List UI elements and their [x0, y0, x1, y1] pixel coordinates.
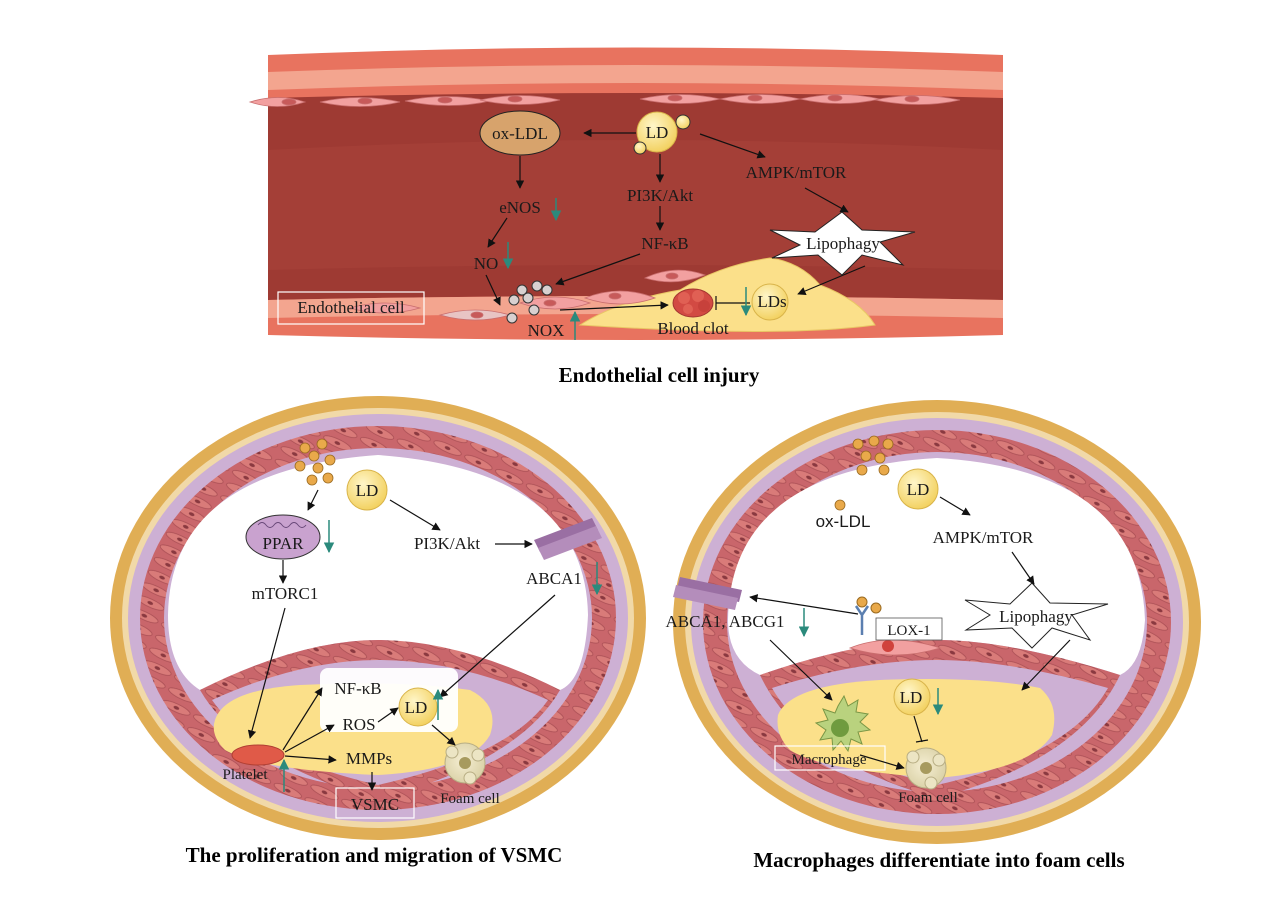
lds-droplet-icon [751, 283, 789, 321]
right-lox1-particle [870, 602, 882, 614]
lds-label: LDs [757, 292, 786, 311]
ampk-mtor-label: AMPK/mTOR [746, 163, 847, 182]
vessel-lumen-shade [268, 140, 1003, 270]
left-foam-cell-label: Foam cell [440, 791, 500, 807]
mmps-label: MMPs [346, 749, 392, 768]
left-nf-kb-label: NF-κB [334, 679, 381, 698]
right-foam-cell-label: Foam cell [898, 790, 958, 806]
right-abca1-transporter-icon [673, 577, 742, 610]
blood-clot-icon [672, 288, 714, 318]
ppar-helix-icon [257, 522, 307, 528]
lox1-label: LOX-1 [887, 623, 930, 639]
macrophage-panel: LOX-1 ox-LDL LD AMPK/mTOR Lipophagy ABCA… [665, 400, 1201, 872]
nox-label: NOX [528, 321, 565, 340]
nf-kb-label: NF-κB [641, 234, 688, 253]
right-panel-caption: Macrophages differentiate into foam cell… [753, 848, 1124, 872]
ld-small-droplet [675, 114, 691, 130]
right-ld-droplet-icon [897, 468, 939, 510]
lox1-receptor-icon [854, 605, 870, 635]
vsmc-panel: LD PPAR PI3K/Akt ABCA1 mTORC1 NF-κB ROS … [110, 396, 646, 867]
mtorc1-label: mTORC1 [252, 584, 319, 603]
ros-label: ROS [342, 715, 375, 734]
blood-clot-label: Blood clot [657, 319, 729, 338]
macrophage-icon [814, 694, 872, 753]
endothelial-cells-top [248, 94, 961, 107]
macrophage-label: Macrophage [792, 752, 867, 768]
right-ox-ldl-label: ox-LDL [816, 512, 871, 531]
abca1-abcg1-label: ABCA1, ABCG1 [665, 612, 784, 631]
right-endothelial-cell [848, 639, 942, 656]
right-ld-label: LD [907, 480, 930, 499]
endothelial-cell-label-box [277, 291, 425, 325]
left-pi3k-akt-label: PI3K/Akt [414, 534, 480, 553]
platelet-label: Platelet [223, 767, 269, 783]
left-arrows [247, 489, 603, 792]
left-foam-cell-icon [444, 742, 486, 785]
right-foam-cell-icon [905, 747, 947, 790]
ox-ldl-label: ox-LDL [492, 124, 548, 143]
lipid-droplet-particles [506, 280, 553, 324]
endothelial-injury-panel: LD ox-LDL AMPK/mTOR eNOS PI3K/Akt NF-κB … [248, 47, 1003, 387]
enos-label: eNOS [499, 198, 541, 217]
right-inner-ld-label: LD [900, 688, 923, 707]
ppar-label: PPAR [263, 534, 305, 553]
right-lipid-particles [834, 435, 894, 511]
left-lipid-particles [294, 438, 336, 486]
left-abca1-transporter-icon [534, 518, 602, 560]
ld-small-droplet [633, 141, 647, 155]
right-lox1-particle [856, 596, 868, 608]
lipophagy-label: Lipophagy [806, 234, 880, 253]
right-arrows [749, 496, 1071, 770]
left-lumen [168, 455, 588, 690]
left-ld-label: LD [356, 481, 379, 500]
ld-label: LD [646, 123, 669, 142]
plaque [578, 257, 876, 332]
platelet-icon [231, 744, 285, 766]
left-ld-droplet-icon [346, 469, 388, 511]
endothelial-cell-label: Endothelial cell [297, 298, 404, 317]
macrophage-label-box [774, 745, 886, 771]
vessel-wall-band [268, 65, 1003, 90]
right-endothelial-nucleus [882, 640, 894, 652]
vsmc-label: VSMC [351, 795, 399, 814]
pi3k-akt-label: PI3K/Akt [627, 186, 693, 205]
right-ampk-mtor-label: AMPK/mTOR [933, 528, 1034, 547]
ld-droplet-icon [636, 111, 678, 153]
right-inner-ld-droplet-icon [893, 678, 931, 716]
lox1-label-box [875, 617, 943, 641]
top-panel-caption: Endothelial cell injury [559, 363, 760, 387]
left-inner-ld-label: LD [405, 698, 428, 717]
top-arrows [485, 128, 866, 340]
left-panel-caption: The proliferation and migration of VSMC [186, 843, 563, 867]
left-inner-ld-droplet-icon [398, 687, 438, 727]
ppar-bubble [245, 514, 321, 560]
no-label: NO [474, 254, 499, 273]
right-lipophagy-label: Lipophagy [999, 607, 1073, 626]
left-abca1-label: ABCA1 [526, 569, 582, 588]
ox-ldl-bubble [479, 110, 561, 156]
